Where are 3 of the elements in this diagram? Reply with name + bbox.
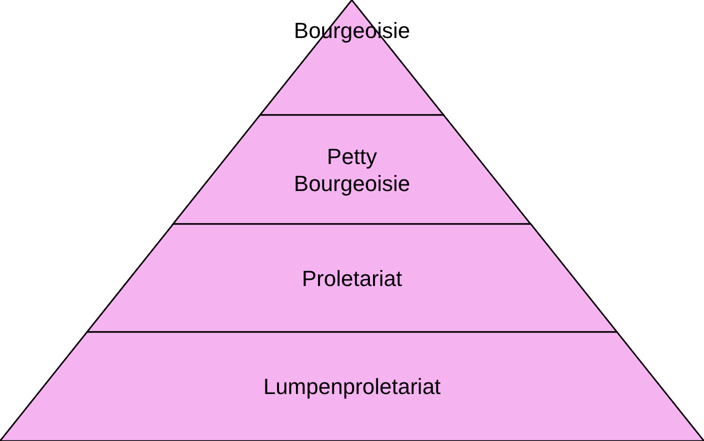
tier-label: Lumpenproletariat (263, 372, 441, 400)
tier-label: Proletariat (302, 264, 402, 292)
tier-label: Petty Bourgeoisie (292, 143, 412, 197)
